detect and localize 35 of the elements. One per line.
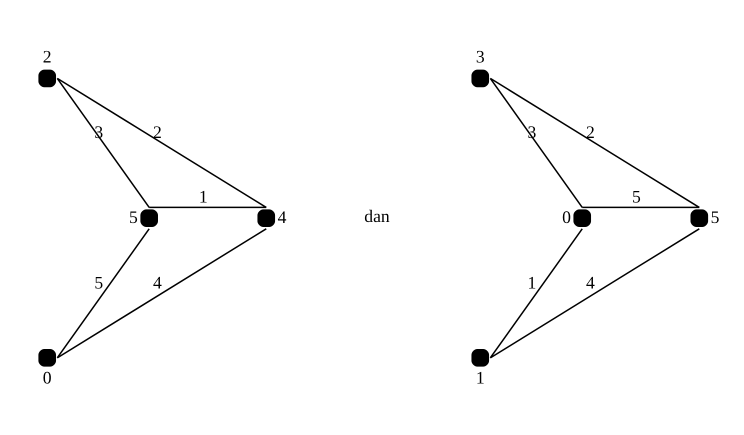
node-circle (140, 209, 158, 227)
edge-label: 4 (586, 272, 595, 293)
label: dan (364, 206, 390, 226)
node-circle (690, 209, 708, 227)
node-circle (471, 349, 490, 367)
connector (490, 78, 700, 208)
node-circle (38, 349, 56, 367)
connector (490, 228, 583, 358)
connector (56, 78, 267, 208)
node-label: 5 (129, 206, 138, 227)
node-label: 3 (476, 46, 485, 66)
edge-label: 1 (198, 186, 208, 207)
node-label: 2 (42, 46, 52, 66)
edge-label: 2 (586, 122, 595, 142)
edge-label: 2 (152, 122, 162, 142)
edge-label: 5 (94, 272, 104, 293)
node-circle (573, 209, 592, 227)
edge-label: 1 (527, 272, 536, 293)
connector (490, 228, 700, 358)
node-label: 5 (710, 206, 720, 227)
connector (56, 228, 267, 358)
connector (582, 206, 700, 208)
connector (490, 78, 583, 208)
node-circle (471, 70, 490, 88)
node-circle (38, 70, 56, 88)
node-circle (257, 209, 276, 227)
connector (56, 78, 150, 208)
node-label: 1 (476, 367, 485, 388)
node-label: 0 (42, 367, 52, 388)
node-label: 0 (562, 206, 571, 227)
edge-label: 4 (152, 272, 162, 293)
connector (56, 228, 150, 358)
connector (149, 206, 266, 208)
node-label: 4 (278, 206, 286, 227)
edge-label: 5 (632, 186, 641, 207)
